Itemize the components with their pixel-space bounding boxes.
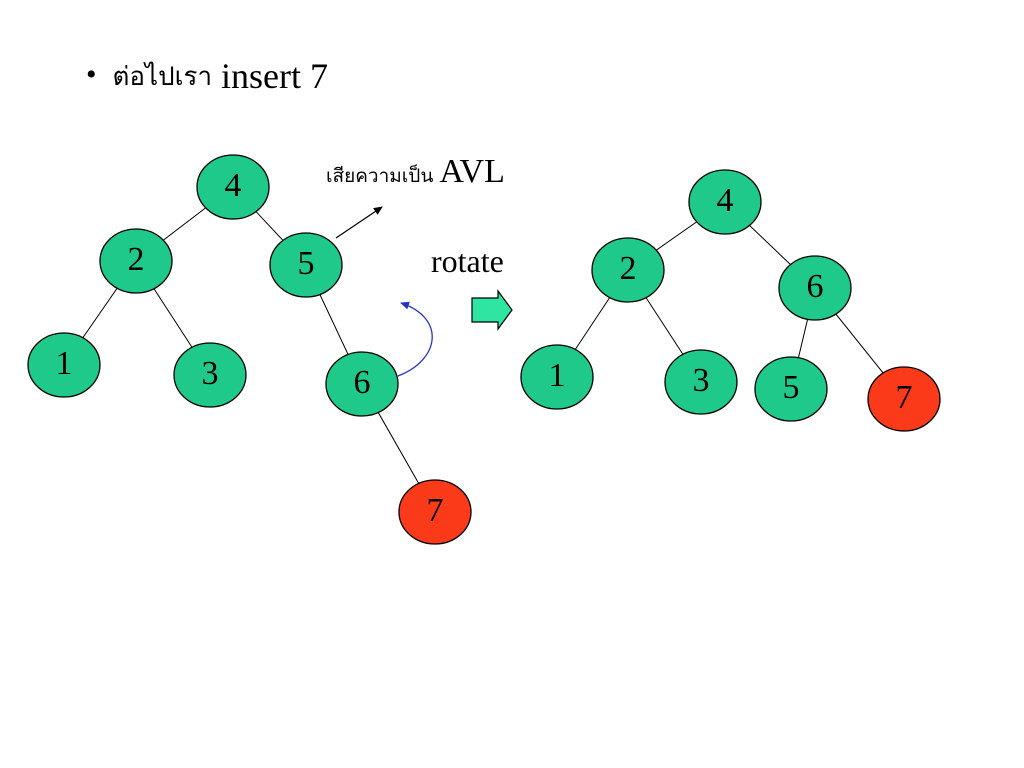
tree-node-label-a2: 2	[620, 250, 637, 287]
tree-node-b1: 1	[27, 332, 101, 398]
tree-node-label-b1: 1	[56, 345, 73, 382]
avl-violation-avl: AVL	[439, 153, 505, 190]
tree-node-circle-b7	[398, 479, 472, 545]
tree-node-label-a5: 5	[783, 369, 800, 406]
avl-violation-thai: เสียความเป็น	[326, 163, 433, 187]
bullet-dot: •	[86, 58, 97, 91]
tree-node-b6: 6	[325, 351, 399, 417]
tree-node-circle-b3	[173, 342, 247, 408]
tree-node-a2: 2	[591, 237, 665, 303]
tree-node-a1: 1	[520, 344, 594, 410]
tree-node-b4: 4	[196, 154, 270, 220]
tree-node-circle-a4	[688, 169, 762, 235]
tree-node-a4: 4	[688, 169, 762, 235]
tree-node-b5: 5	[269, 232, 343, 298]
tree-node-a5: 5	[754, 356, 828, 422]
tree-node-circle-b5	[269, 232, 343, 298]
tree-node-label-b7: 7	[427, 492, 444, 529]
bullet-thai-text: ต่อไปเรา	[112, 62, 213, 92]
tree-node-label-a4: 4	[717, 182, 734, 219]
tree-node-label-b5: 5	[298, 245, 315, 282]
rotation-curve-arrow	[397, 301, 433, 377]
tree-nodes: 4 2 5 1 3 6 7 4 2 6 1 3 5 7	[27, 154, 941, 545]
tree-node-label-a3: 3	[693, 362, 710, 399]
tree-node-label-a7: 7	[896, 379, 913, 416]
tree-node-label-b3: 3	[202, 355, 219, 392]
tree-node-circle-a5	[754, 356, 828, 422]
imbalance-pointer-arrow	[335, 206, 383, 239]
tree-node-label-b6: 6	[354, 364, 371, 401]
tree-node-label-a6: 6	[807, 268, 824, 305]
tree-node-a7: 7	[867, 366, 941, 432]
tree-node-a6: 6	[778, 255, 852, 321]
tree-node-b3: 3	[173, 342, 247, 408]
tree-node-circle-a2	[591, 237, 665, 303]
tree-node-b7: 7	[398, 479, 472, 545]
tree-node-label-a1: 1	[549, 357, 566, 394]
tree-node-circle-b1	[27, 332, 101, 398]
rotate-block-arrow	[471, 289, 513, 331]
tree-node-circle-a1	[520, 344, 594, 410]
tree-node-b2: 2	[99, 228, 173, 294]
tree-node-circle-a7	[867, 366, 941, 432]
tree-node-circle-b4	[196, 154, 270, 220]
rotate-label: rotate	[431, 243, 504, 279]
tree-node-label-b2: 2	[128, 241, 145, 278]
tree-node-circle-a3	[664, 349, 738, 415]
bullet-line: • ต่อไปเรา insert 7	[86, 58, 328, 94]
tree-node-circle-a6	[778, 255, 852, 321]
bullet-insert-text: insert 7	[212, 56, 329, 96]
tree-node-label-b4: 4	[225, 167, 242, 204]
tree-node-circle-b6	[325, 351, 399, 417]
tree-node-circle-b2	[99, 228, 173, 294]
tree-node-a3: 3	[664, 349, 738, 415]
